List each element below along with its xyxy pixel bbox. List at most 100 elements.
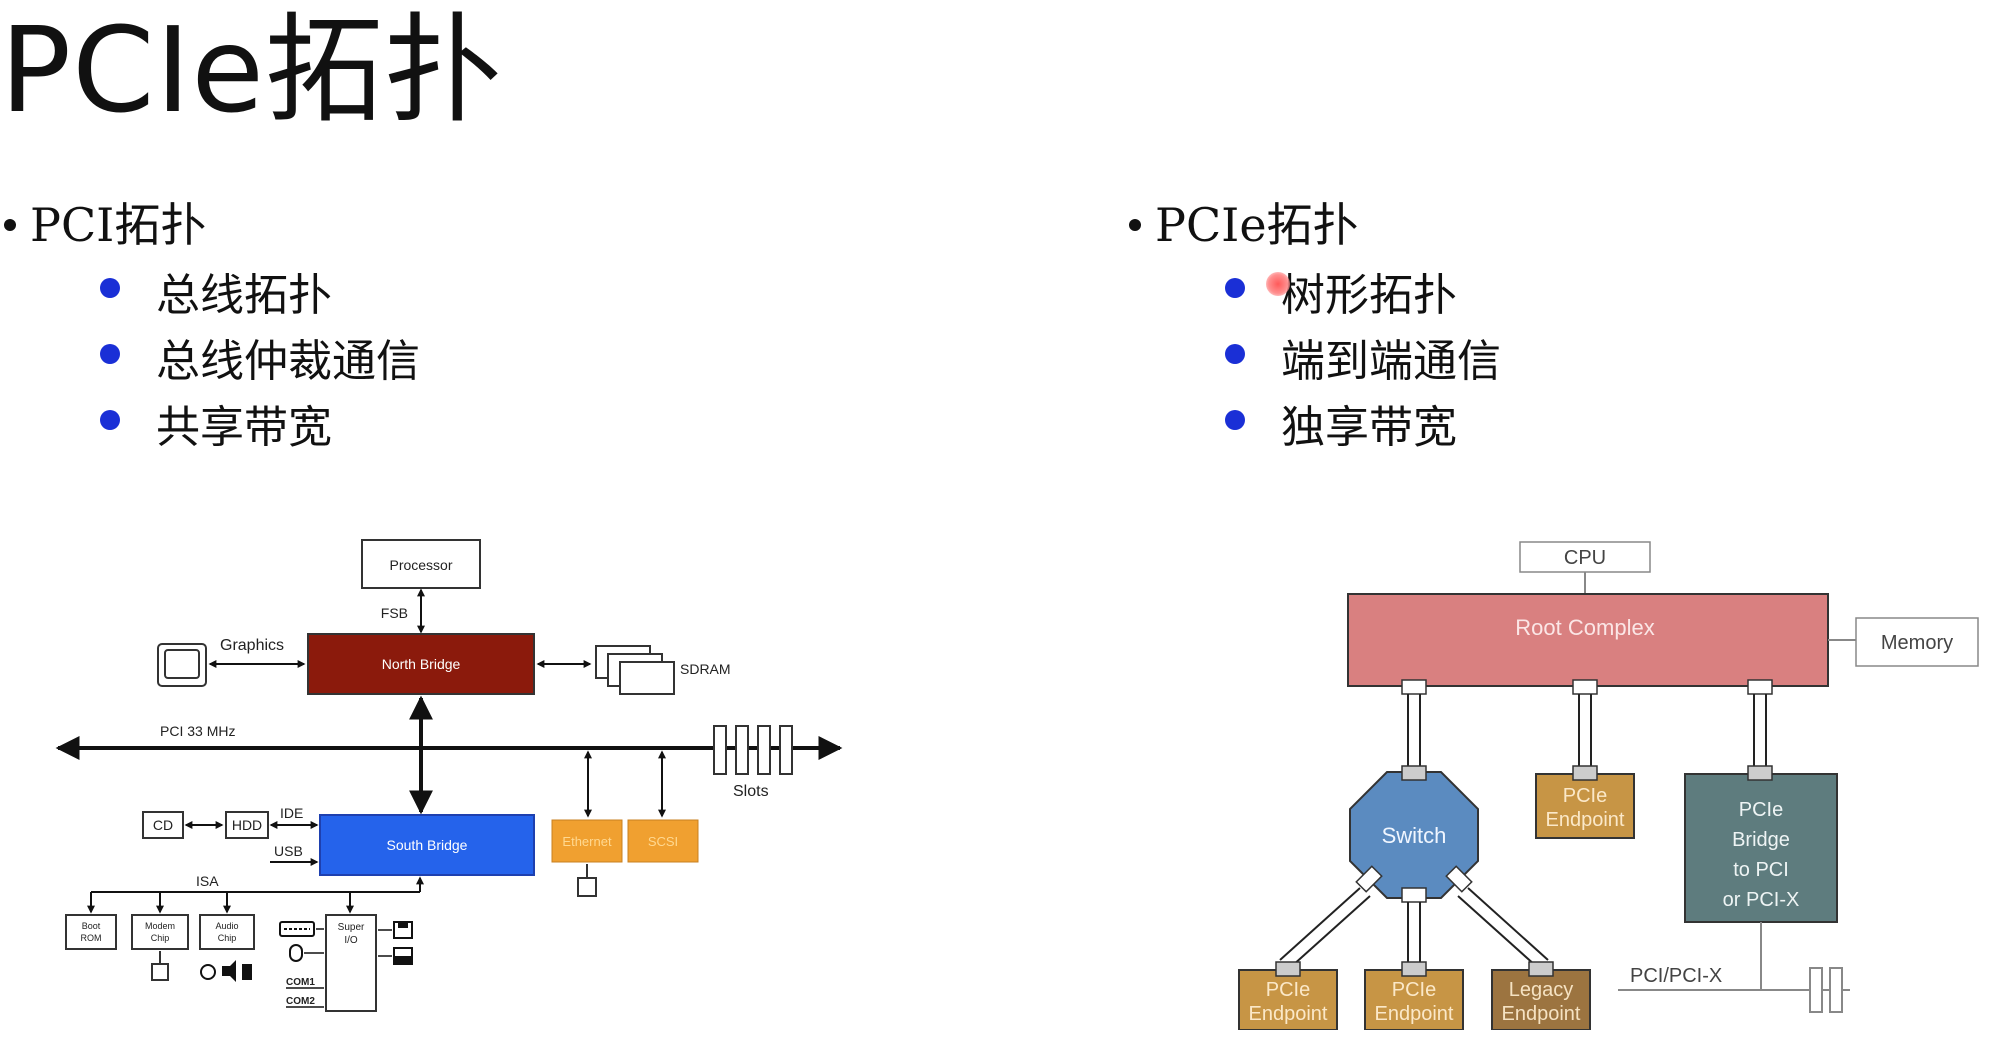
- ide-label: IDE: [280, 805, 303, 821]
- pcie-topology-diagram: CPU Root Complex Memory Switch PCIe Endp…: [1238, 541, 1979, 1030]
- endpoint2-label-2: Endpoint: [1375, 1003, 1454, 1025]
- cd-label: CD: [153, 817, 173, 833]
- switch-node: [1349, 771, 1479, 899]
- bridge-label-3: to PCI: [1733, 859, 1789, 881]
- keyboard-icon: [279, 921, 315, 937]
- page-title: PCIe拓扑: [0, 1, 503, 139]
- bridge-port: [1747, 765, 1773, 781]
- mouse-icon: [289, 944, 303, 962]
- monitor-icon: [157, 643, 207, 687]
- switch-port-mid: [1401, 887, 1427, 903]
- bullet-icon: [1129, 219, 1141, 231]
- memory-label: Memory: [1881, 632, 1953, 654]
- com2-label: COM2: [286, 996, 315, 1007]
- audio-chip-box: [199, 914, 255, 950]
- switch-port-left: [1355, 865, 1383, 893]
- list-item: 端到端通信: [1225, 329, 1501, 395]
- memory-box: [1855, 617, 1979, 667]
- pci-feature-list: 总线拓扑 总线仲裁通信 共享带宽: [0, 263, 420, 461]
- speaker-icon: [200, 960, 252, 982]
- south-bridge-label: South Bridge: [387, 837, 468, 853]
- pci-topology-section: PCI拓扑 总线拓扑 总线仲裁通信 共享带宽: [0, 195, 420, 461]
- cd-box: [142, 811, 184, 839]
- root-port-2: [1572, 679, 1598, 695]
- fsb-label: FSB: [381, 605, 408, 621]
- floppy-icon: [393, 921, 413, 939]
- legacy-label-1: Legacy: [1509, 979, 1574, 1001]
- endpoint-top-label-2: Endpoint: [1546, 809, 1625, 831]
- printer-icon: [393, 947, 413, 965]
- list-item: 共享带宽: [100, 395, 420, 461]
- legacy-endpoint-box: [1491, 969, 1591, 1030]
- endpoint-top-port: [1572, 765, 1598, 781]
- sdram-modules: [595, 645, 675, 695]
- processor-label: Processor: [389, 557, 452, 573]
- super-io-box: [325, 914, 377, 1012]
- bullet-icon: [100, 344, 120, 364]
- isa-label: ISA: [196, 873, 219, 889]
- endpoint2-label-1: PCIe: [1392, 979, 1436, 1001]
- pci-slot-icon: [1809, 967, 1843, 1013]
- pcie-feature-list: 树形拓扑 端到端通信 独享带宽: [1125, 263, 1501, 461]
- bridge-label-1: PCIe: [1739, 799, 1783, 821]
- pci-bus-label: PCI 33 MHz: [160, 723, 235, 739]
- scsi-label: SCSI: [648, 834, 678, 849]
- north-bridge-label: North Bridge: [382, 656, 461, 672]
- slots-label: Slots: [733, 783, 769, 800]
- graphics-label: Graphics: [220, 637, 284, 654]
- pci-heading: PCI拓扑: [0, 195, 420, 255]
- boot-rom-label-2: ROM: [81, 933, 102, 943]
- root-endpoint-link: [1578, 694, 1592, 770]
- switch-legacy-link: [1457, 887, 1549, 967]
- cpu-label: CPU: [1564, 547, 1606, 569]
- modem-chip-box: [131, 914, 189, 950]
- boot-rom-box: [65, 914, 117, 950]
- audio-chip-label-1: Audio: [215, 921, 238, 931]
- pci-topology-diagram: Processor FSB North Bridge Graphics SDRA…: [55, 539, 843, 1012]
- processor-box: [361, 539, 481, 589]
- bridge-label-4: or PCI-X: [1723, 889, 1800, 911]
- root-complex-label: Root Complex: [1515, 615, 1654, 640]
- bridge-label-2: Bridge: [1732, 829, 1790, 851]
- list-item: 总线拓扑: [100, 263, 420, 329]
- root-switch-link: [1407, 694, 1421, 770]
- root-complex-box: [1347, 593, 1829, 687]
- audio-chip-label-2: Chip: [218, 933, 237, 943]
- endpoint2-port: [1401, 961, 1427, 977]
- endpoint1-port: [1275, 961, 1301, 977]
- laser-pointer-icon: [1266, 272, 1290, 296]
- ethernet-label: Ethernet: [562, 834, 612, 849]
- bullet-icon: [100, 278, 120, 298]
- switch-port-top: [1401, 765, 1427, 781]
- endpoint1-label-1: PCIe: [1266, 979, 1310, 1001]
- boot-rom-label-1: Boot: [82, 921, 101, 931]
- root-port-3: [1747, 679, 1773, 695]
- root-port-1: [1401, 679, 1427, 695]
- super-io-label-2: I/O: [344, 935, 358, 946]
- bullet-icon: [1225, 410, 1245, 430]
- hdd-box: [225, 811, 269, 839]
- legacy-label-2: Endpoint: [1502, 1003, 1581, 1025]
- switch-endpoint1-link: [1279, 887, 1371, 967]
- north-bridge-box: [307, 633, 535, 695]
- phone-port-icon: [151, 963, 169, 981]
- hdd-label: HDD: [232, 817, 262, 833]
- modem-chip-label-1: Modem: [145, 921, 175, 931]
- root-bridge-link: [1753, 694, 1767, 770]
- pci-heading-text: PCI拓扑: [30, 198, 207, 252]
- list-item: 树形拓扑: [1225, 263, 1501, 329]
- switch-endpoint2-link: [1407, 902, 1421, 964]
- cpu-box: [1519, 541, 1651, 573]
- bullet-icon: [1225, 278, 1245, 298]
- switch-label: Switch: [1382, 823, 1447, 848]
- usb-label: USB: [274, 843, 303, 859]
- com1-label: COM1: [286, 977, 315, 988]
- switch-port-right: [1445, 865, 1473, 893]
- pcie-heading: PCIe拓扑: [1125, 195, 1501, 255]
- endpoint1-label-2: Endpoint: [1249, 1003, 1328, 1025]
- ethernet-box: [551, 819, 623, 863]
- pcie-topology-section: PCIe拓扑 树形拓扑 端到端通信 独享带宽: [1125, 195, 1501, 461]
- super-io-label-1: Super: [338, 922, 365, 933]
- endpoint1-box: [1238, 969, 1338, 1030]
- sdram-label: SDRAM: [680, 661, 731, 677]
